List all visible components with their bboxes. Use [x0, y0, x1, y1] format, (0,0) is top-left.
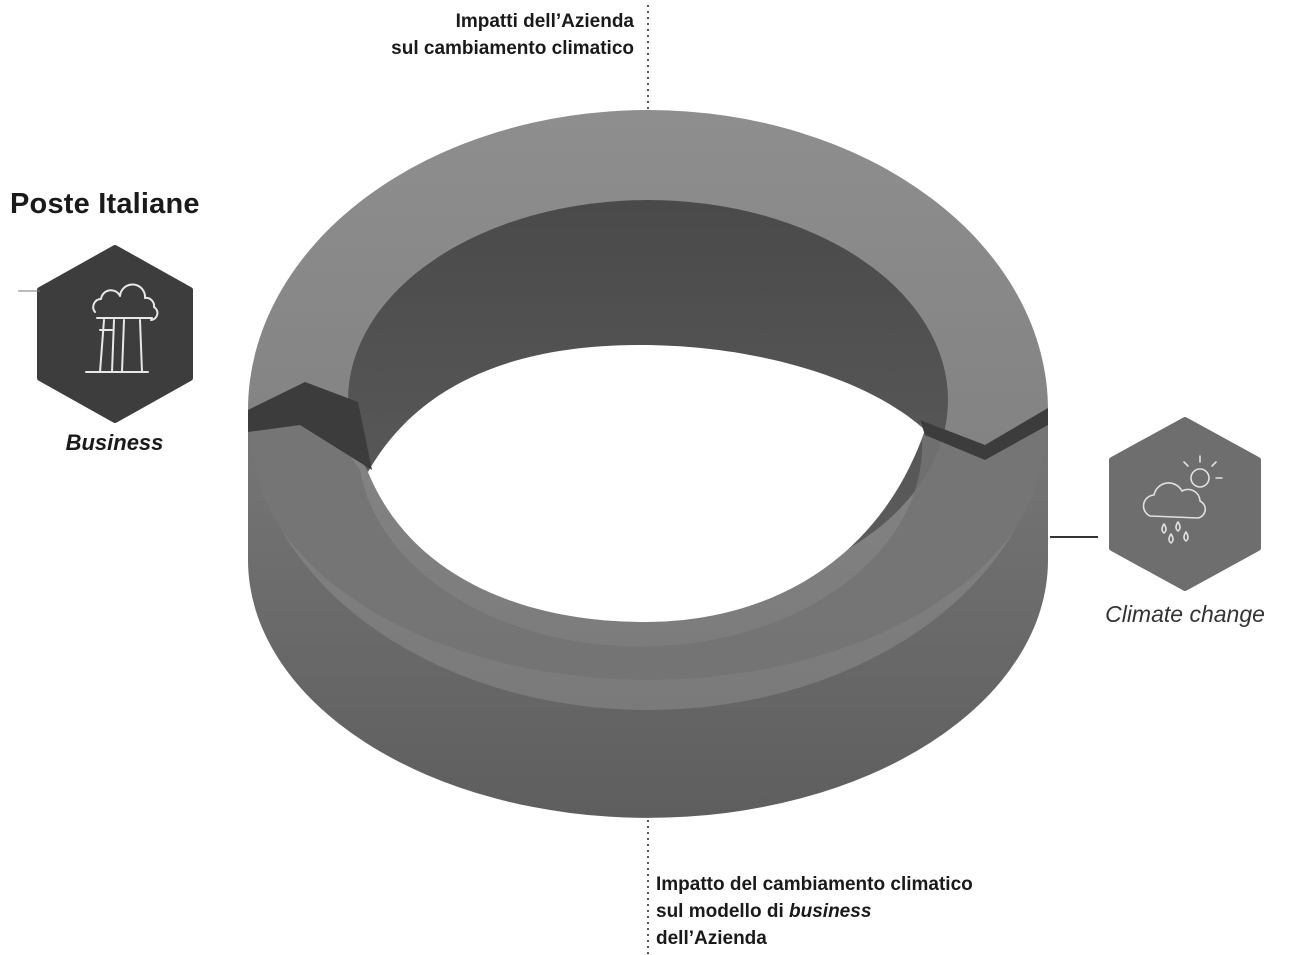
ring-hole — [368, 345, 925, 622]
bottom-caption: Impatto del cambiamento climatico sul mo… — [656, 871, 1116, 952]
bottom-caption-line1: Impatto del cambiamento climatico — [656, 874, 973, 895]
ring-diagram — [248, 110, 1048, 818]
cloud-sun-rain-icon — [1142, 455, 1223, 544]
business-node — [18, 245, 193, 423]
bottom-caption-line2: sul modello di business — [656, 898, 1116, 925]
ring-left-notch — [248, 382, 372, 470]
factory-cloud-icon — [85, 283, 159, 373]
business-hexagon — [37, 245, 193, 423]
climate-node — [1050, 417, 1261, 591]
ring-right-notch — [920, 408, 1048, 460]
bottom-caption-line3: dell’Azienda — [656, 928, 767, 949]
top-caption-line2: sul cambiamento climatico — [391, 38, 634, 59]
bottom-caption-line2-italic: business — [789, 901, 872, 922]
business-label: Business — [65, 430, 164, 455]
top-caption: Impatti dell’Azienda sul cambiamento cli… — [274, 8, 634, 62]
bottom-caption-line2-prefix: sul modello di — [656, 901, 790, 922]
top-caption-line1: Impatti dell’Azienda — [455, 11, 634, 32]
climate-label: Climate change — [1105, 601, 1265, 627]
ring-front-band — [248, 385, 1048, 680]
brand-title: Poste Italiane — [10, 188, 200, 220]
